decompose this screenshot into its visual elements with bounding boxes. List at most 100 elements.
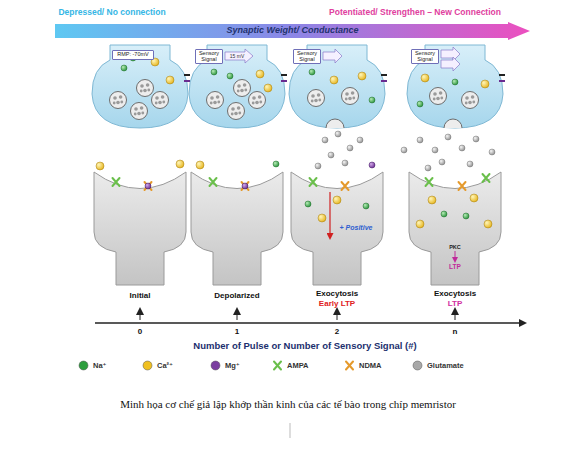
calcium-ion (470, 194, 478, 202)
stage-label: Exocytosis (434, 289, 476, 298)
axis-line (95, 322, 525, 324)
ampa-receptor (483, 174, 490, 182)
sodium-ion (463, 213, 469, 219)
vesicle (342, 88, 359, 105)
vesicle (152, 92, 169, 109)
tick-number: 1 (235, 327, 239, 336)
state-label: Potentiated/ Strengthen – New Connection (329, 7, 501, 17)
vesicle (249, 92, 266, 109)
vesicle (430, 88, 447, 105)
calcium-ion (333, 196, 341, 204)
legend-swatch-receptor (274, 362, 281, 370)
calcium-ion (264, 84, 272, 92)
tick-number: 2 (335, 327, 339, 336)
tick-arrow (237, 309, 238, 320)
vesicle (137, 80, 154, 97)
ion-channel (184, 80, 190, 82)
sodium-ion (273, 161, 279, 167)
pathway-arrow (455, 251, 456, 261)
tick-arrow (337, 309, 338, 320)
axis-title: Number of Pulse or Number of Sensory Sig… (193, 340, 416, 351)
node-text: Sensory Signal (196, 51, 222, 63)
signal-arrow (323, 49, 342, 63)
legend-swatch-receptor (346, 362, 353, 370)
process-label: LTP (449, 263, 461, 270)
glutamate (417, 137, 423, 143)
ampa-receptor (310, 178, 317, 186)
legend-text: Mg⁺ (225, 361, 240, 370)
legend-swatch-dot (143, 361, 152, 370)
glutamate (328, 152, 334, 158)
vesicle (131, 103, 148, 120)
sensory-signal-box: Sensory Signal (195, 49, 223, 64)
sodium-ion (441, 211, 447, 217)
calcium-ion (96, 162, 104, 170)
voltage-label: 15 mV (230, 53, 244, 59)
glutamate (467, 161, 473, 167)
sodium-ion (121, 65, 127, 71)
enzyme-label: PKC (449, 244, 461, 250)
legend-item: AMPA (272, 360, 309, 371)
vesicle (234, 80, 251, 97)
calcium-ion (196, 161, 204, 169)
ion-channel (381, 74, 387, 76)
signal-arrow (441, 47, 460, 61)
presynaptic-terminal (407, 45, 503, 128)
node-text: Sensory Signal (412, 51, 438, 63)
tick-arrow (140, 309, 141, 320)
influx-arrow (329, 192, 330, 238)
legend-swatch-dot (211, 361, 220, 370)
legend-swatch (210, 360, 221, 371)
stage-label: Exocytosis (316, 289, 358, 298)
ndma-receptor (242, 182, 249, 190)
legend-text: Glutamate (427, 361, 464, 370)
presynaptic-terminal (289, 45, 385, 128)
presynaptic-terminal (92, 45, 188, 128)
sodium-ion (227, 73, 233, 79)
calcium-ion (481, 80, 489, 88)
sodium-ion (211, 69, 217, 75)
glutamate (425, 165, 431, 171)
sodium-ion (452, 79, 458, 85)
calcium-ion (358, 72, 366, 80)
fused-vesicle (444, 119, 462, 128)
stage-label: Depolarized (214, 291, 259, 300)
glutamate (401, 147, 407, 153)
legend-text: Na⁺ (93, 361, 107, 370)
sensory-signal-box: Sensory Signal (411, 49, 439, 64)
vesicle (462, 92, 479, 109)
stage-sublabel: Early LTP (319, 299, 355, 308)
legend-text: NDMA (359, 361, 382, 370)
calcium-ion (256, 70, 264, 78)
ion-channel (281, 74, 287, 76)
resting-potential-box: RMP: -70mV (112, 50, 154, 60)
state-label: Depressed/ No connection (58, 7, 165, 17)
postsynaptic-spine (409, 172, 501, 285)
calcium-ion (318, 214, 326, 222)
ampa-receptor (113, 178, 120, 186)
weight-band: Synaptic Weight/ Conductance (55, 22, 530, 40)
ndma-receptor (145, 182, 152, 190)
stage-sublabel: LTP (448, 299, 463, 308)
glutamate (432, 147, 438, 153)
vesicle (110, 92, 127, 109)
glutamate (322, 137, 328, 143)
vesicle (228, 103, 245, 120)
text-cursor (290, 423, 291, 438)
tick-number: 0 (138, 327, 142, 336)
postsynaptic-spine (191, 172, 283, 285)
ndma-receptor (459, 182, 466, 190)
legend-swatch (344, 360, 355, 371)
band-arrow-fill (55, 22, 530, 40)
postsynaptic-spine (291, 172, 383, 285)
legend-item: Ca²⁺ (142, 360, 173, 371)
sodium-ion (309, 69, 315, 75)
calcium-ion (176, 160, 184, 168)
magnesium-ion (369, 162, 375, 168)
legend-swatch-dot (79, 361, 88, 370)
ion-channel (281, 80, 287, 82)
ndma-receptor (342, 182, 349, 190)
fused-vesicle (326, 119, 344, 128)
legend-swatch-dot (413, 361, 422, 370)
node-text: Synaptic Weight/ Conductance (227, 26, 359, 35)
